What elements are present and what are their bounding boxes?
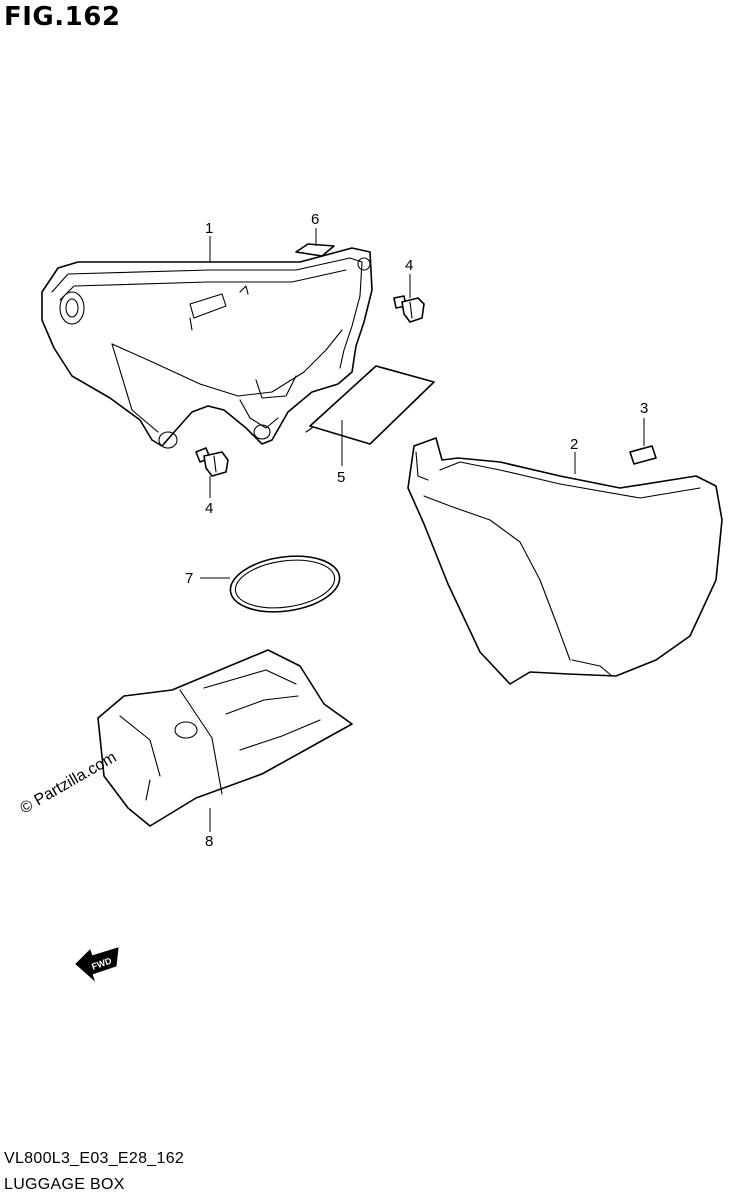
callout-6: 6: [311, 211, 319, 228]
part-5-pad[interactable]: [305, 365, 435, 445]
callout-2: 2: [570, 436, 578, 453]
part-8-cover-sheet[interactable]: [97, 649, 353, 827]
figure-title: FIG.162: [4, 2, 121, 32]
section-name: LUGGAGE BOX: [4, 1176, 125, 1193]
watermark: © Partzilla.com: [18, 749, 120, 818]
part-3-tag[interactable]: [629, 445, 657, 465]
callout-5: 5: [337, 469, 345, 486]
callout-7: 7: [185, 570, 193, 587]
part-4-bolt-upper[interactable]: [393, 295, 425, 323]
part-7-o-ring[interactable]: [227, 550, 343, 619]
callout-1: 1: [205, 220, 213, 237]
part-6-tag[interactable]: [295, 243, 335, 257]
model-code: VL800L3_E03_E28_162: [4, 1150, 185, 1167]
fwd-arrow-icon: FWD: [75, 947, 119, 982]
part-2-side-cover[interactable]: [407, 437, 723, 685]
callout-4-upper: 4: [405, 257, 413, 274]
callout-8: 8: [205, 833, 213, 850]
part-1-luggage-box[interactable]: [41, 247, 373, 449]
callout-3: 3: [640, 400, 648, 417]
part-4-bolt-lower[interactable]: [195, 447, 229, 477]
callout-4-lower: 4: [205, 500, 213, 517]
